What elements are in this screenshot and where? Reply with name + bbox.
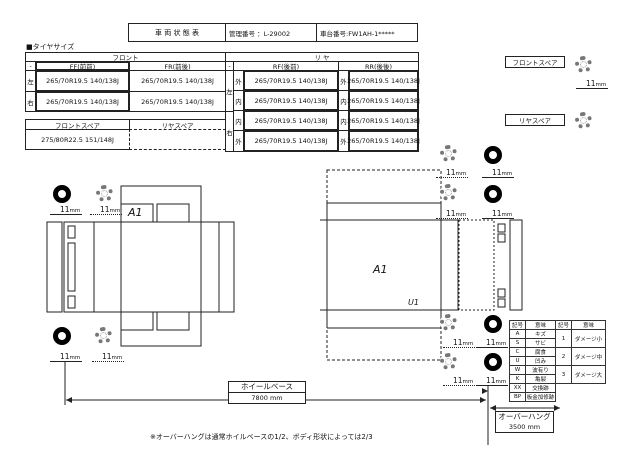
front-damage-mark: A1 [128,206,143,219]
level-meaning: ダメージ小 [571,329,606,348]
rear-damage-mark: A1 [373,263,388,276]
front-spare-label: フロントスペア [505,56,565,68]
chassis-number: 車台番号:FW1AH-1***** [316,23,418,42]
rf-size: 265/70R19.5 140/138J [243,130,339,152]
tread-depth: 11mm [50,352,83,362]
tire-ring-icon [484,315,502,333]
front-spare-tread: 11mm [576,79,609,89]
tire-ring-icon [53,327,71,345]
tire-dotted-icon [96,185,113,202]
overhang-value: 3500 mm [508,423,541,431]
overhang-note: ※オーバーハングは通常ホイルベースの1/2、ボディ形状によっては2/3 [150,433,373,441]
legend-code: BP [509,392,526,402]
tread-depth: 11mm [482,168,515,178]
tread-depth: 11mm [50,205,83,215]
legend-meaning: 板金加修跡 [525,392,556,402]
tire-ring-icon [53,185,71,203]
tread-depth: 11mm [476,338,509,348]
tread-depth: 11mm [443,376,476,386]
rr-size: 265/70R19.5 140/138J [347,130,420,152]
rear-dent-mark: U1 [408,298,419,307]
tread-depth: 11mm [90,205,123,215]
tread-depth: 11mm [92,352,125,362]
wheelbase-label: ホイールベース [229,382,305,393]
tire-dotted-icon [440,145,457,162]
tire-dotted-icon [440,314,457,331]
front-spare-tire-icon [575,56,592,73]
level-meaning: ダメージ中 [571,347,606,366]
tire-size-heading: ■タイヤサイズ [26,43,75,51]
level-meaning: ダメージ大 [571,365,606,384]
tire-ring-icon [484,185,502,203]
rear-spare-label: リヤスペア [505,114,565,126]
overhang-box: オーバーハング 3500 mm [495,411,554,433]
level-code: 1 [555,329,572,348]
wheelbase-value: 7800 mm [251,394,283,402]
tread-depth: 11mm [443,338,476,348]
tire-ring-icon [484,146,502,164]
tire-dotted-icon [440,184,457,201]
tread-depth: 11mm [476,376,509,386]
rear-spare-tire-icon [575,112,592,129]
tread-depth: 11mm [436,209,469,219]
level-code: 3 [555,365,572,384]
overhang-label: オーバーハング [498,412,551,421]
tire-dotted-icon [95,327,112,344]
tread-depth: 11mm [436,168,469,178]
tire-ring-icon [484,353,502,371]
level-code: 2 [555,347,572,366]
wheelbase-box: ホイールベース 7800 mm [228,381,306,404]
tread-depth: 11mm [482,209,515,219]
tire-dotted-icon [440,353,457,370]
